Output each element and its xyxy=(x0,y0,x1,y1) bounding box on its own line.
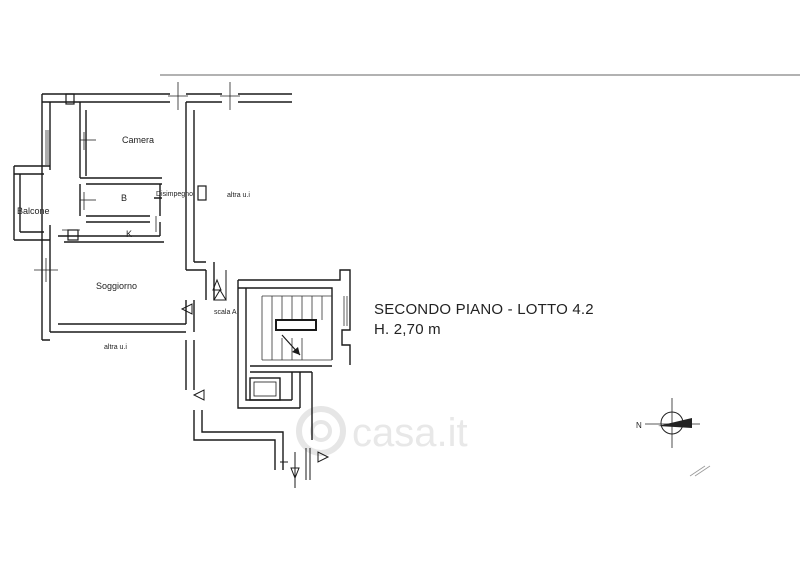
corner-mark xyxy=(689,465,711,477)
watermark-text: casa.it xyxy=(352,411,468,455)
wall-marks xyxy=(34,82,240,282)
stair-block xyxy=(185,262,351,470)
north-compass: N xyxy=(636,398,700,448)
label-altra-ui-right: altra u.i xyxy=(227,192,250,199)
label-scala-a: scala A xyxy=(214,309,237,316)
room-label-soggiorno: Soggiorno xyxy=(96,281,137,291)
room-label-balcone: Balcone xyxy=(17,206,50,216)
ceiling-height: H. 2,70 m xyxy=(374,321,441,338)
plan-title: SECONDO PIANO - LOTTO 4.2 xyxy=(374,301,594,318)
room-label-disimpegno: Disimpegno xyxy=(156,191,193,198)
room-label-b: B xyxy=(121,193,127,203)
room-label-k: K xyxy=(126,229,132,239)
watermark: casa.it xyxy=(296,406,468,456)
compass-letter: N xyxy=(636,421,642,430)
label-altra-ui-bottom: altra u.i xyxy=(104,344,127,351)
apartment-walls xyxy=(13,93,292,341)
room-label-camera: Camera xyxy=(122,135,154,145)
section-markers xyxy=(180,270,330,488)
